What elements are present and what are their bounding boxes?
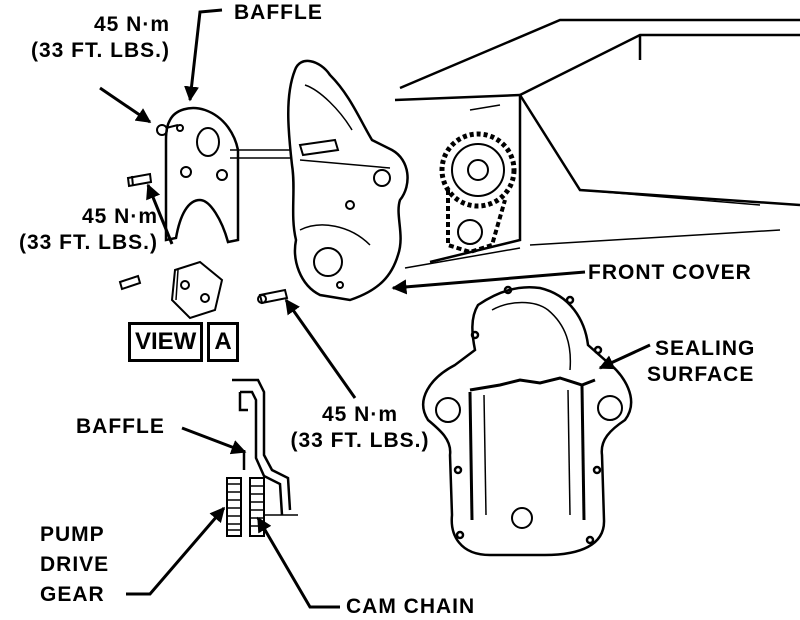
arrow-pump-drive-gear [126, 506, 226, 596]
torque-label-top: 45 N·m (33 FT. LBS.) [10, 12, 170, 64]
torque-ftlbs-left: (33 FT. LBS.) [18, 231, 158, 254]
torque-label-bottom: 45 N·m (33 FT. LBS.) [282, 402, 438, 454]
baffle-label-view: BAFFLE [76, 415, 165, 438]
view-letter: A [207, 322, 239, 362]
front-cover-part [230, 59, 521, 302]
pump-label-line1: PUMP [40, 523, 105, 546]
torque-ftlbs-top: (33 FT. LBS.) [30, 39, 170, 62]
arrow-cam-chain [256, 516, 340, 609]
cam-chain-label: CAM CHAIN [346, 595, 476, 618]
arrow-torque-top [99, 86, 152, 124]
arrow-baffle-top [184, 8, 223, 102]
baffle-bolt-left [126, 172, 153, 188]
arrow-sealing-surface [598, 343, 651, 370]
cam-sprocket [439, 131, 517, 255]
front-cover-detail [422, 285, 633, 557]
arrow-torque-bottom [284, 298, 357, 399]
torque-nm-left: 45 N·m [81, 205, 158, 228]
arrow-torque-left [146, 183, 174, 245]
baffle-part [164, 106, 240, 244]
pump-drive-gear-label: PUMP DRIVE GEAR [40, 520, 109, 610]
sealing-surface-label: SEALING SURFACE [647, 336, 756, 388]
view-a-section [226, 378, 298, 537]
baffle-bolt-top [156, 124, 179, 136]
leader-arrows [99, 8, 651, 609]
torque-label-left: 45 N·m (33 FT. LBS.) [0, 204, 158, 256]
engine-block [394, 18, 800, 264]
pump-label-line2: DRIVE [40, 553, 110, 576]
torque-nm-bottom: 45 N·m [321, 403, 399, 426]
sealing-label-line2: SURFACE [647, 363, 755, 386]
pump-label-line3: GEAR [40, 583, 105, 606]
pump-bracket [170, 260, 224, 320]
sealing-label-line1: SEALING [655, 337, 756, 360]
torque-ftlbs-bottom: (33 FT. LBS.) [290, 429, 430, 452]
pump-bolt [118, 274, 142, 291]
baffle-label-top: BAFFLE [234, 1, 323, 24]
view-a-badge: VIEW A [128, 322, 239, 362]
cover-bolt [298, 138, 340, 157]
view-word: VIEW [128, 322, 204, 362]
torque-nm-top: 45 N·m [93, 13, 170, 36]
front-cover-label: FRONT COVER [588, 261, 752, 284]
cover-bolt-bottom [257, 288, 289, 305]
arrow-baffle-view [181, 426, 247, 455]
arrow-front-cover [391, 270, 586, 295]
